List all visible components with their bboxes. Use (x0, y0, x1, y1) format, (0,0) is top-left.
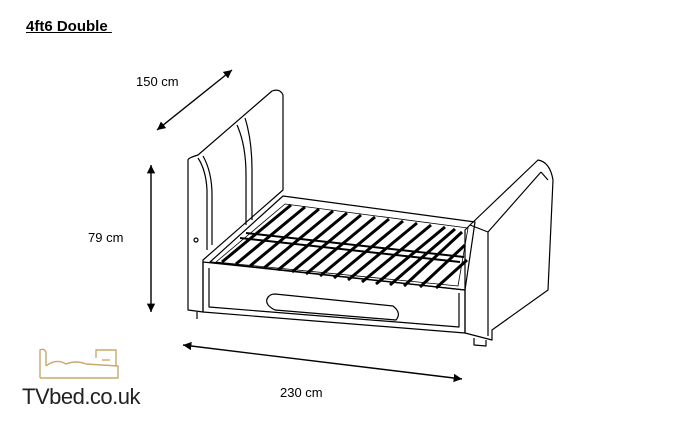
center-rails (239, 232, 465, 263)
footboard (464, 159, 554, 347)
height-dimension-label: 79 cm (88, 230, 124, 245)
tvbed-logo-icon (39, 348, 119, 379)
length-arrow (182, 341, 463, 383)
headboard (187, 89, 284, 313)
brand-logo-text: TVbed.co.uk (22, 384, 141, 409)
page-title: 4ft6 Double (26, 18, 112, 35)
width-arrow (156, 69, 233, 131)
side-rail (196, 261, 466, 334)
length-dimension-label: 230 cm (280, 385, 323, 400)
